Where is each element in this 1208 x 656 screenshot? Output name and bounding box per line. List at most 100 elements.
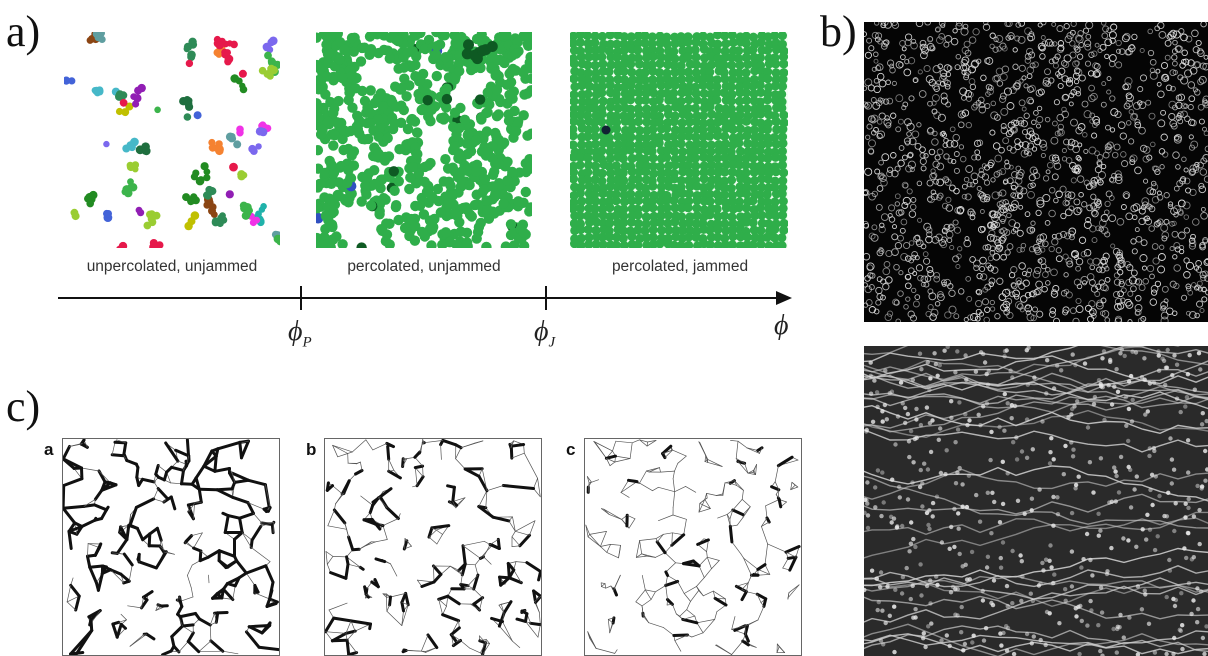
contact [658,486,676,493]
contact [115,538,129,555]
grain [1129,156,1135,162]
grain [1014,138,1021,145]
grain [1115,624,1120,629]
particle [410,59,421,71]
contact [260,521,275,527]
contact [537,624,541,638]
grain [957,551,962,557]
grain [1116,217,1125,226]
grain [1032,61,1039,68]
contact [606,544,611,553]
particle [333,95,344,107]
grain [920,281,926,287]
particle [576,241,586,248]
particle [756,37,766,47]
particle [670,217,680,227]
particle [504,89,515,100]
contact [600,544,611,547]
grain [926,231,933,238]
contact [358,565,365,571]
grain [933,271,941,279]
grain [960,27,969,36]
contact [760,602,765,607]
particle [576,224,586,235]
grain [967,314,974,321]
grain [1070,454,1076,459]
grain [1204,418,1208,424]
grain [1094,166,1102,174]
grain [1195,620,1200,625]
particle [321,39,332,50]
grain [1185,438,1191,443]
contact [178,612,197,619]
grain [1187,59,1195,67]
grain [1172,603,1178,609]
grain [864,252,871,261]
grain [1121,536,1126,541]
grain [864,302,869,308]
contact [483,550,488,558]
grain [914,417,919,422]
grain [1163,382,1168,388]
particle [382,132,393,144]
contact [606,552,619,559]
particle [613,74,623,84]
contact [350,620,356,632]
particle [626,132,636,142]
particle [779,225,788,235]
grain [892,649,897,655]
grain [943,278,952,287]
contact [217,549,236,558]
axis-arrowhead [776,291,792,305]
particle [450,37,461,49]
grain [1062,253,1069,260]
particle [522,38,532,50]
grain [1010,266,1018,274]
grain [1072,145,1080,154]
grain [1078,74,1086,82]
particle [522,130,532,141]
grain [1172,528,1177,534]
contact [655,538,658,543]
contact [202,464,217,473]
grain [937,291,944,298]
grain [1114,173,1123,182]
grain [1142,377,1147,382]
contact [110,569,125,584]
contact [765,499,780,507]
grain [1074,614,1079,619]
particle [741,160,751,170]
contact [770,485,781,492]
contact [382,525,388,540]
contact [538,611,541,625]
grain [1123,102,1131,110]
grain [920,51,928,60]
contact [423,440,444,444]
grain [1203,54,1208,60]
grain [1036,115,1044,124]
grain [986,233,995,242]
contact [696,586,700,591]
grain [1112,384,1117,389]
contact [483,540,491,545]
grain [1047,611,1052,616]
grain [911,287,917,294]
grain [876,72,885,81]
grain [1139,74,1148,82]
contact [356,461,361,464]
particle [698,80,708,90]
particle [713,232,723,242]
grain [1151,243,1159,250]
grain [1095,301,1104,310]
particle [115,92,124,101]
particle [777,32,787,41]
grain [1172,30,1181,39]
contact [787,584,800,599]
contact [706,493,717,496]
grain [1160,223,1169,232]
contact [512,640,521,648]
grain [911,460,916,465]
grain [1077,651,1082,656]
grain [1100,213,1109,223]
contact [428,529,437,538]
